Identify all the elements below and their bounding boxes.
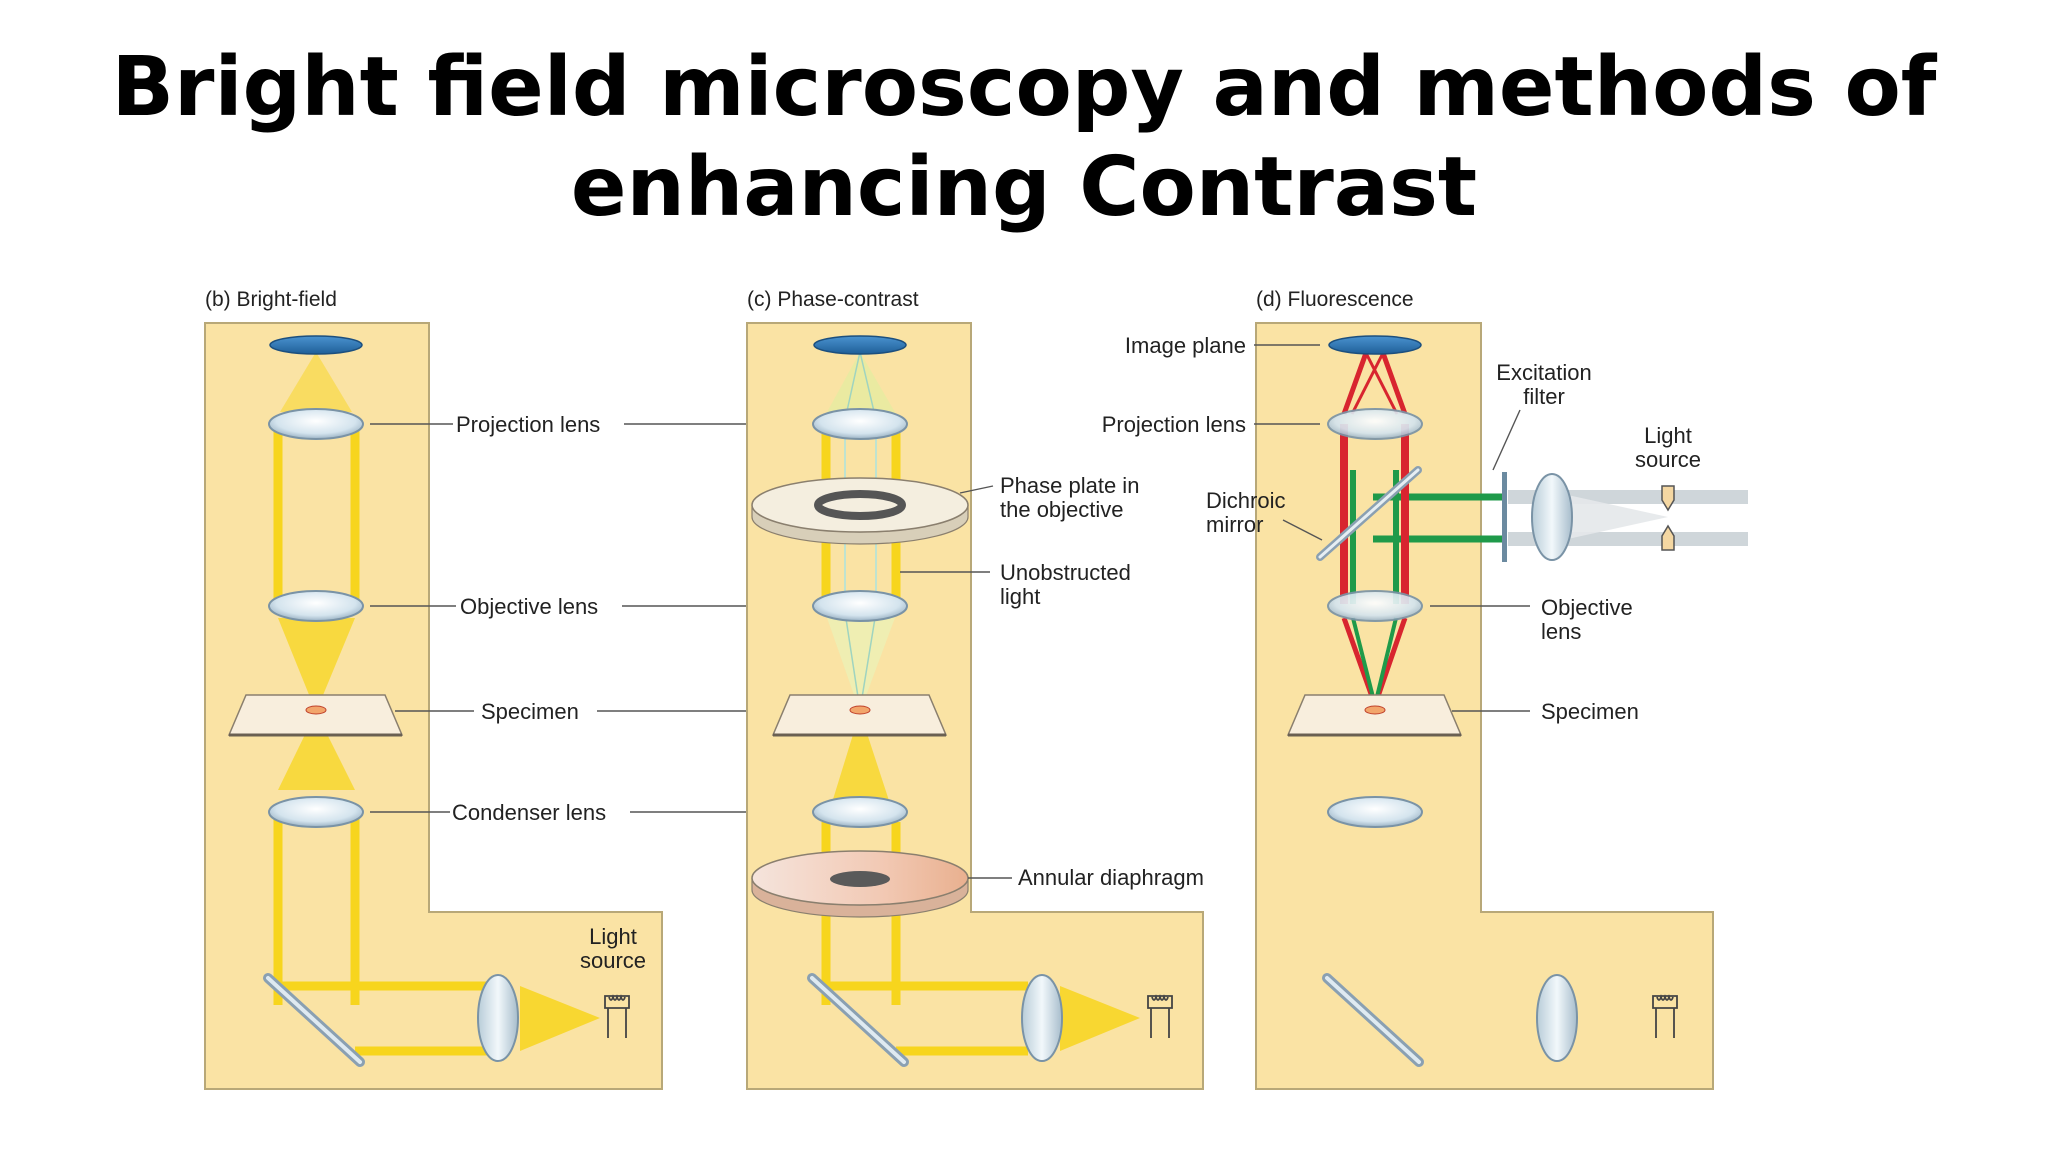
excitation-filter [1502,472,1507,562]
label-excitation-filter-line2: filter [1523,384,1565,409]
label-fluorescence-light-source-line1: Light [1644,423,1692,448]
fluorescence-lamp-filament-icon [1652,994,1678,1038]
phase-contrast-objective-lens [812,590,908,622]
phase-contrast-projection-lens [812,408,908,440]
label-dichroic-mirror-line1: Dichroic [1206,488,1285,513]
label-annular-diaphragm: Annular diaphragm [1018,865,1204,890]
label-phase-plate-line1: Phase plate in [1000,473,1139,498]
label-excitation-filter-line1: Excitation [1496,360,1591,385]
phase-contrast-image-plane [813,335,907,355]
fluorescence-condenser-lens [1327,796,1423,828]
label-projection-lens: Projection lens [456,412,600,437]
bright-field-condenser-lens [268,796,364,828]
fluorescence-image-plane [1328,335,1422,355]
label-fluorescence-objective-lens-line2: lens [1541,619,1581,644]
slide-title-line-2: enhancing Contrast [570,140,1478,235]
slide-title: Bright field microscopy and methods of e… [0,38,2048,238]
bright-field-image-plane [269,335,363,355]
label-image-plane: Image plane [1125,333,1246,358]
bright-field-collector-lens [477,974,519,1062]
label-unobstructed-line1: Unobstructed [1000,560,1131,585]
panel-phase-contrast: (c) Phase-contrast [746,288,1204,1090]
arc-lamp-icon [1661,485,1675,551]
phase-contrast-lamp-filament-icon [1147,994,1173,1038]
label-dichroic-mirror-line2: mirror [1206,512,1263,537]
bright-field-projection-lens [268,408,364,440]
phase-contrast-condenser-lens [812,796,908,828]
label-phase-plate-line2: the objective [1000,497,1124,522]
fluorescence-specimen-slide [1286,694,1463,737]
label-fluorescence-projection-lens: Projection lens [1102,412,1246,437]
bright-field-specimen-slide [227,694,404,737]
label-unobstructed-line2: light [1000,584,1040,609]
phase-contrast-specimen-slide [771,694,948,737]
label-fluorescence-specimen: Specimen [1541,699,1639,724]
panel-fluorescence: (d) Fluorescence [1102,288,1748,1090]
bright-field-objective-lens [268,590,364,622]
phase-plate [751,477,969,545]
slide-title-line-1: Bright field microscopy and methods of [111,40,1937,135]
fluorescence-collector-lens [1531,473,1573,561]
bright-field-leaders [370,423,474,813]
fluorescence-bottom-collector-lens [1536,974,1578,1062]
phase-contrast-leaders [900,485,1012,879]
bright-field-light-beam [273,352,600,1056]
fluorescence-objective-lens [1327,590,1423,622]
label-specimen: Specimen [481,699,579,724]
panel-title-bright-field: (b) Bright-field [205,288,337,311]
panel-bright-field: (b) Bright-field [204,288,663,1090]
panel-title-fluorescence: (d) Fluorescence [1256,288,1414,311]
annular-diaphragm [751,850,969,918]
label-fluorescence-light-source-line2: source [1635,447,1701,472]
bright-field-housing [204,322,663,1090]
fluorescence-projection-lens [1327,408,1423,440]
bright-field-lamp-filament-icon [604,994,630,1038]
label-light-source-b-line2: source [580,948,646,973]
shared-labels: Projection lens Objective lens Specimen … [452,412,810,973]
label-objective-lens: Objective lens [460,594,598,619]
phase-contrast-collector-lens [1021,974,1063,1062]
label-fluorescence-objective-lens-line1: Objective [1541,595,1633,620]
label-light-source-b-line1: Light [589,924,637,949]
fluorescence-leaders [1254,344,1530,712]
label-condenser-lens: Condenser lens [452,800,606,825]
panel-title-phase-contrast: (c) Phase-contrast [747,288,919,311]
